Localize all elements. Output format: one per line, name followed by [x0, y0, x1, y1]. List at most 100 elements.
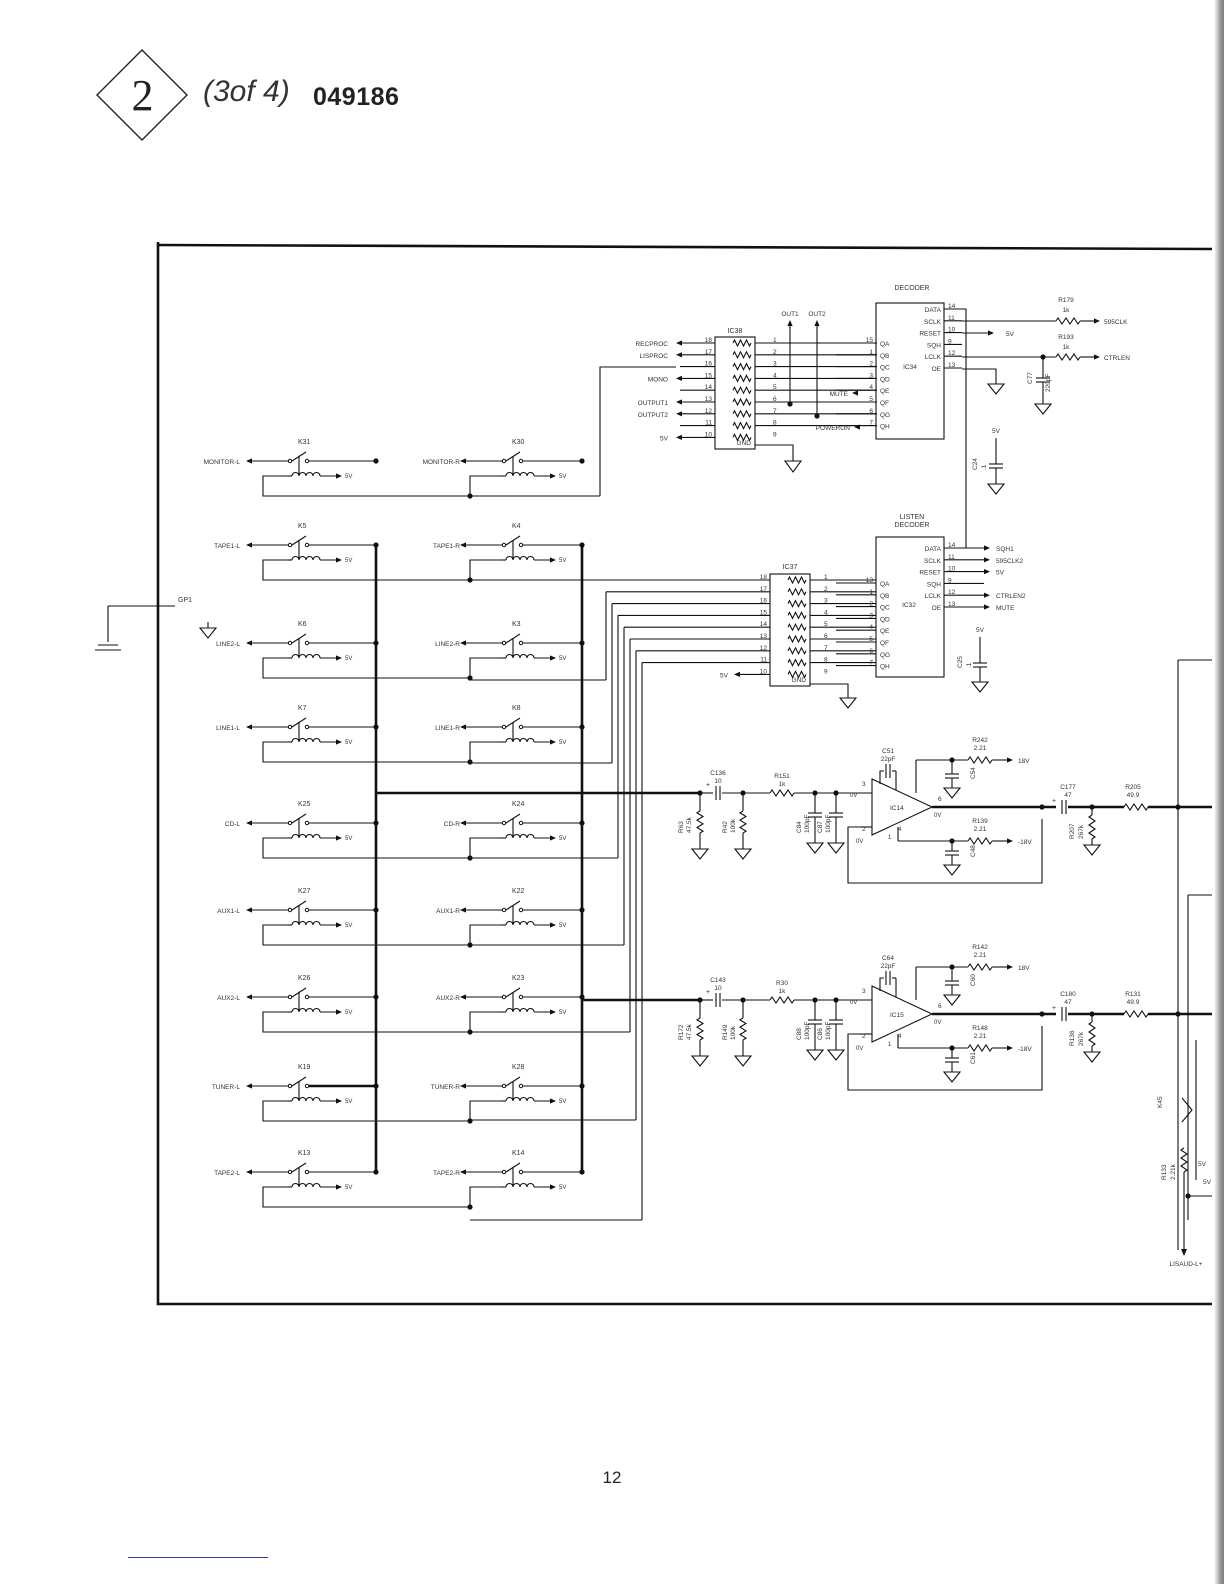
coil-return-wire: [469, 741, 506, 762]
amp2-ct-ref: C60: [970, 974, 977, 986]
footer-rule: [128, 1557, 268, 1558]
coil-return-wire: [469, 1011, 506, 1032]
coil-icon: [505, 833, 535, 839]
supply-label: 5V: [345, 740, 352, 746]
relay-net-label: TAPE1-R: [433, 543, 460, 550]
relay-ref: K4: [512, 523, 521, 530]
page-edge-shadow: [1214, 0, 1224, 1584]
relay-net-label: LINE2-R: [435, 641, 460, 648]
c24-5v-label: 5V: [992, 428, 1001, 435]
relay-contact: [501, 458, 507, 464]
amp2-rt-value: 2.21: [974, 952, 987, 959]
595clk-label: 595CLK: [1104, 319, 1128, 326]
arrow-down-icon: [1181, 1249, 1187, 1256]
arrow-left-icon: [854, 424, 860, 430]
ic37-pin-number: 5: [824, 621, 828, 628]
c24-value: .1: [981, 464, 988, 470]
arrow-left-icon: [676, 434, 682, 440]
ground-icon: [690, 1055, 710, 1067]
arrow-right-icon: [550, 655, 556, 661]
decoder-pin-number: 10: [948, 327, 956, 334]
ground-icon: [838, 697, 858, 709]
resistor-icon: [787, 622, 807, 632]
amp2-cin-polarity: +: [706, 989, 710, 996]
listen-decoder-pin-name: OE: [932, 605, 942, 612]
arrow-left-icon: [246, 1083, 252, 1089]
coil-icon: [505, 1096, 535, 1102]
ground-icon: [970, 681, 990, 693]
relay-net-label: TAPE1-L: [214, 543, 240, 550]
coil-icon: [505, 653, 535, 659]
amp2-shunt-ref: C88: [796, 1028, 803, 1040]
coil-icon: [291, 653, 321, 659]
decoder-pin-name: QB: [880, 353, 889, 360]
ic37-pin-number: 8: [824, 657, 828, 664]
arrow-right-icon: [550, 835, 556, 841]
amp2-pin: 6: [938, 1003, 942, 1010]
arrow-right-icon: [1094, 318, 1100, 324]
coil-icon: [505, 555, 535, 561]
resistor-icon: [787, 670, 807, 679]
relay-net-label: CD-L: [225, 821, 241, 828]
amp1-rt-value: 2.21: [974, 745, 987, 752]
ic37-pin-number: 7: [824, 645, 828, 652]
supply-label: 5V: [345, 1010, 352, 1016]
decoder-body: [875, 302, 945, 440]
listen-decoder-net-label: CTRLEN2: [996, 593, 1026, 600]
ic37-ref: IC37: [783, 564, 798, 571]
relay-contact: [287, 724, 293, 730]
coil-return-wire: [262, 1186, 470, 1208]
ic38-pin-number: 16: [705, 361, 713, 368]
arrow-left-icon: [676, 375, 682, 381]
ic37-body: [769, 573, 811, 687]
relay-contact: [501, 994, 507, 1000]
amp2-rb-ref: R148: [972, 1025, 988, 1032]
amp1-pin: 6: [938, 796, 942, 803]
decoder-pin-number: 13: [948, 362, 956, 369]
decoder-pin-name: QD: [880, 376, 890, 383]
decoder-pin-number: 11: [948, 315, 955, 322]
junction-dot: [1039, 804, 1045, 810]
amp1-feedback-wire: [847, 819, 1043, 884]
junction-dot: [1185, 1193, 1191, 1199]
decoder-pin-name: OE: [932, 366, 942, 373]
decoder-pin-name: SQH: [927, 342, 941, 349]
arrow-right-icon: [550, 473, 556, 479]
resistor-icon: [787, 599, 807, 608]
amp2-rb-value: 2.21: [974, 1033, 987, 1040]
amp2-r1-ref: R172: [678, 1024, 685, 1040]
c77-value: 220pF: [1045, 374, 1052, 392]
amp2-vb-label: -18V: [1018, 1046, 1032, 1053]
ground-icon: [942, 994, 962, 1006]
coil-icon: [505, 1007, 535, 1013]
relay-contact: [287, 994, 293, 1000]
supply-label: 5V: [345, 1185, 352, 1191]
ic37-pin-number: 12: [760, 645, 768, 652]
amp1-vb-label: -18V: [1018, 839, 1032, 846]
coil-junction: [467, 759, 473, 765]
decoder-pin-name: QH: [880, 424, 890, 431]
relay-ref: K23: [512, 975, 525, 982]
supply-label: 5V: [559, 740, 566, 746]
amp2-cf-ref: C64: [882, 955, 894, 962]
gp1-label: GP1: [178, 597, 192, 604]
listen-decoder-net-label: SQH1: [996, 546, 1014, 553]
r193-ref: R193: [1058, 334, 1074, 341]
amp1-cin-ref: C136: [710, 770, 726, 777]
resistor-icon: [967, 1044, 993, 1052]
arrow-left-icon: [852, 390, 858, 396]
amp2-cb-ref: C61: [970, 1052, 977, 1064]
arrow-left-icon: [246, 640, 252, 646]
resistor-icon: [787, 611, 807, 620]
relay-contact: [501, 820, 507, 826]
coil-icon: [291, 920, 321, 926]
amp1-vt-label: 18V: [1018, 758, 1030, 765]
ic38-pin-number: 18: [705, 337, 713, 344]
arrow-right-icon: [988, 330, 994, 336]
amp1-rb-ref: R139: [972, 818, 988, 825]
r179-value: 1k: [1063, 307, 1071, 314]
resistor-icon: [695, 810, 705, 834]
relay-ref: K22: [512, 888, 525, 895]
relay-contact: [287, 820, 293, 826]
amp1-0v-label: 0V: [850, 793, 857, 799]
